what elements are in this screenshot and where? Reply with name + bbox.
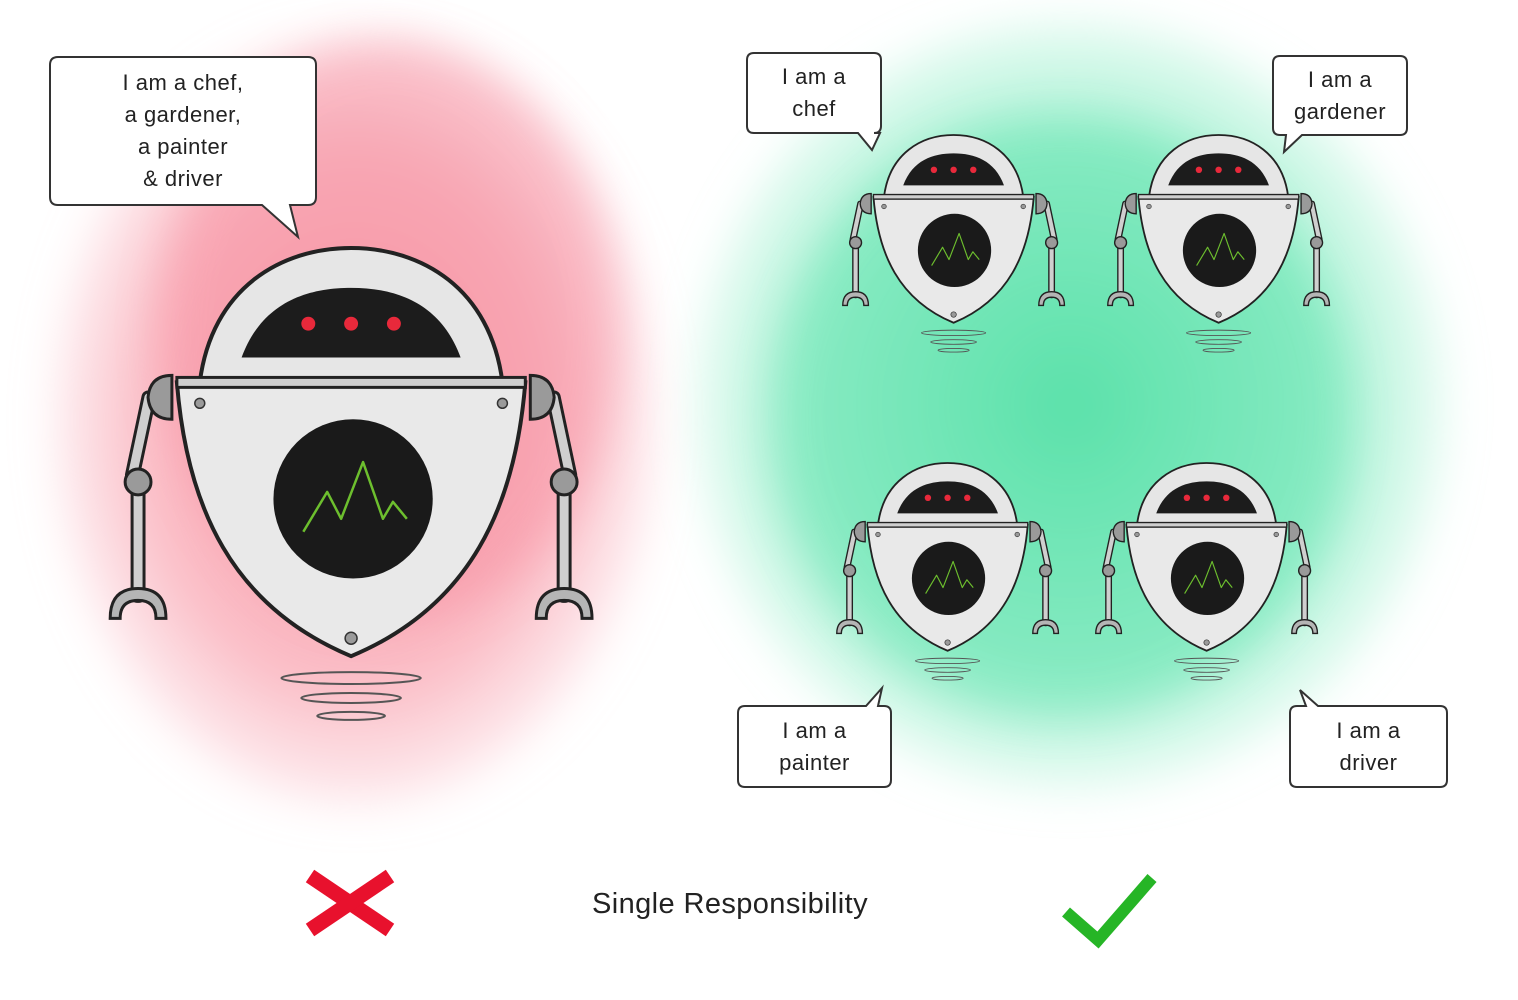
speech-line: I am a [781,64,847,89]
speech-line: I am a [1336,718,1401,743]
bubble-frame-driver [1289,689,1448,788]
speech-bubble-gardener: I am a gardener [1273,58,1407,134]
speech-bubble-chef: I am a chef [747,55,881,131]
bubble-frame-generalist [49,56,317,240]
speech-line: driver [1339,750,1398,775]
speech-line: I am a [782,718,847,743]
checkmark-icon [1062,874,1157,949]
bubble-frame-chef [746,52,882,152]
speech-bubble-driver: I am a driver [1290,708,1447,786]
cross-icon [305,869,395,937]
speech-line: & driver [143,166,223,191]
speech-bubble-generalist: I am a chef, a gardener, a painter & dri… [52,60,314,202]
speech-line: I am a chef, [122,70,244,95]
bubble-frame-painter [737,684,892,788]
speech-line: I am a [1307,67,1373,92]
bubble-frame-gardener [1272,55,1408,155]
speech-line: a gardener, [124,102,242,127]
speech-line: chef [792,96,836,121]
speech-line: gardener [1293,99,1387,124]
speech-line: painter [779,750,850,775]
speech-bubble-painter: I am a painter [738,708,891,786]
speech-line: a painter [137,134,229,159]
caption: Single Responsibility [592,888,868,920]
